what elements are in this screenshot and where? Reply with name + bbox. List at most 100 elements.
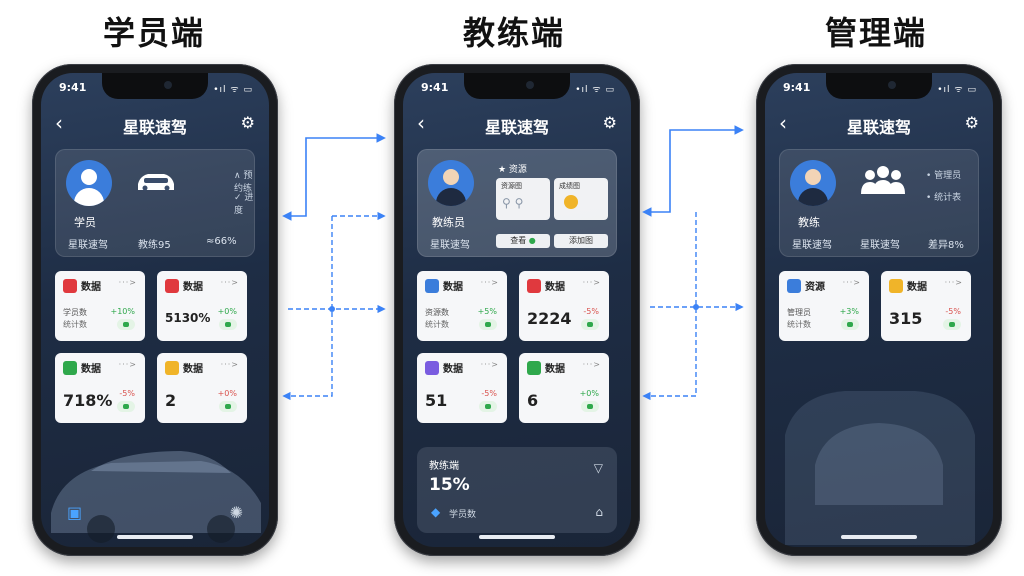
tile-icon (889, 279, 903, 293)
check-item: • 统计表 (926, 193, 962, 203)
summary-title: 教练端 (429, 461, 459, 472)
car-background-image (51, 451, 261, 543)
data-tile[interactable]: 数据 ···> 315 -5% (881, 271, 971, 341)
chevron-left-icon[interactable]: ‹ (55, 111, 63, 135)
tile-icon (787, 279, 801, 293)
tile-change: +0% (217, 389, 237, 398)
arrow-line (282, 216, 333, 401)
junction-dot (329, 306, 335, 312)
tile-label: 数据 (443, 364, 463, 375)
data-tile[interactable]: 数据 ···> 资源数 统计数 +5% (417, 271, 507, 341)
tile-label: 数据 (81, 364, 101, 375)
tile-label: 数据 (183, 282, 203, 293)
student-header: 学员端 (102, 14, 205, 52)
home-indicator (841, 535, 917, 539)
button-label: 查看 (510, 236, 527, 245)
dot-icon: ● (528, 236, 536, 245)
stat-label: 星联速驾 (68, 240, 108, 251)
coach-phone: 9:41 •ıl ᯤ ▭ ‹ 星联速驾 ⚙ 教练员 星联速驾 ★ 资源 资源图 … (394, 64, 640, 556)
tile-line: 学员数 (63, 308, 87, 317)
data-tile[interactable]: 数据 ···> 51 -5% (417, 353, 507, 423)
status-badge (219, 401, 237, 412)
settings-icon[interactable]: ✺ (229, 503, 243, 522)
more-icon[interactable]: ···> (118, 278, 137, 287)
summary-sub: 学员数 (449, 510, 477, 520)
panel-title: ★ 资源 (498, 165, 527, 175)
status-time: 9:41 (421, 81, 449, 94)
tile-label: 数据 (545, 364, 565, 375)
data-tile[interactable]: 数据 ···> 718% -5% (55, 353, 145, 423)
app-title: 星联速驾 (122, 118, 187, 137)
app-title: 星联速驾 (484, 118, 549, 137)
coach-header: 教练端 (462, 14, 565, 52)
bus-icon[interactable]: ▣ (67, 503, 83, 522)
student-screen: 9:41 •ıl ᯤ ▭ ‹ 星联速驾 ⚙ ∧ 预约练 ✓ 进度 学员 星联速驾… (41, 73, 269, 547)
gear-icon[interactable]: ⚙ (602, 113, 617, 132)
data-tile[interactable]: 数据 ···> 2224 -5% (519, 271, 609, 341)
tile-change: -5% (119, 389, 135, 398)
status-badge (219, 319, 237, 330)
coin-icon (564, 195, 578, 209)
tile-change: -5% (481, 389, 497, 398)
gear-icon[interactable]: ⚙ (240, 113, 255, 132)
tile-change: +10% (110, 307, 135, 316)
data-tile[interactable]: 数据 ···> 5130% +0% (157, 271, 247, 341)
more-icon[interactable]: ···> (118, 360, 137, 369)
more-icon[interactable]: ···> (842, 278, 861, 287)
status-bar: 9:41 •ıl ᯤ ▭ (59, 81, 253, 97)
status-badge (117, 319, 135, 330)
tile-line: 统计数 (425, 320, 449, 329)
gear-icon[interactable]: ⚙ (964, 113, 979, 132)
view-button[interactable]: 查看 ● (496, 234, 550, 248)
more-icon[interactable]: ···> (480, 360, 499, 369)
chevron-left-icon[interactable]: ‹ (417, 111, 425, 135)
home-indicator (479, 535, 555, 539)
card-label: 成绩图 (559, 182, 580, 190)
summary-card[interactable]: 教练端 15% ◆ 学员数 ▽ ⌂ (417, 447, 617, 533)
status-time: 9:41 (59, 81, 87, 94)
status-badge (943, 319, 961, 330)
status-time: 9:41 (783, 81, 811, 94)
tile-icon (527, 361, 541, 375)
button-label: 添加图 (569, 236, 593, 245)
more-icon[interactable]: ···> (582, 278, 601, 287)
data-tile[interactable]: 资源 ···> 管理员 统计数 +3% (779, 271, 869, 341)
data-tile[interactable]: 数据 ···> 2 +0% (157, 353, 247, 423)
add-button[interactable]: 添加图 (554, 234, 608, 248)
more-icon[interactable]: ···> (582, 360, 601, 369)
more-icon[interactable]: ···> (220, 278, 239, 287)
resource-card[interactable]: 资源图 ⚲ ⚲ (496, 178, 550, 220)
tile-icon (63, 279, 77, 293)
status-bar: 9:41 •ıl ᯤ ▭ (421, 81, 615, 97)
tile-icon (425, 361, 439, 375)
tile-label: 数据 (443, 282, 463, 293)
student-phone: 9:41 •ıl ᯤ ▭ ‹ 星联速驾 ⚙ ∧ 预约练 ✓ 进度 学员 星联速驾… (32, 64, 278, 556)
notch (464, 73, 570, 99)
more-icon[interactable]: ···> (480, 278, 499, 287)
tile-value: 2 (165, 391, 177, 410)
status-badge (841, 319, 859, 330)
coach-screen: 9:41 •ıl ᯤ ▭ ‹ 星联速驾 ⚙ 教练员 星联速驾 ★ 资源 资源图 … (403, 73, 631, 547)
tile-label: 数据 (545, 282, 565, 293)
tile-change: +3% (839, 307, 859, 316)
data-tile[interactable]: 数据 ···> 6 +0% (519, 353, 609, 423)
home-indicator (117, 535, 193, 539)
tile-value: 2224 (527, 309, 572, 328)
avatar (428, 160, 474, 206)
more-icon[interactable]: ···> (220, 360, 239, 369)
more-icon[interactable]: ···> (944, 278, 963, 287)
avatar (66, 160, 112, 206)
status-badge (581, 401, 599, 412)
nav-bar: ‹ 星联速驾 ⚙ (765, 111, 993, 137)
junction-dot (693, 304, 699, 310)
tile-label: 数据 (81, 282, 101, 293)
score-card[interactable]: 成绩图 (554, 178, 608, 220)
status-badge (479, 319, 497, 330)
data-tile[interactable]: 数据 ···> 学员数 统计数 +10% (55, 271, 145, 341)
tile-change: +0% (579, 389, 599, 398)
signal-icon: •ıl ᯤ ▭ (937, 85, 977, 95)
tile-change: +5% (477, 307, 497, 316)
status-badge (581, 319, 599, 330)
stat-label: 差异8% (928, 240, 964, 251)
chevron-left-icon[interactable]: ‹ (779, 111, 787, 135)
